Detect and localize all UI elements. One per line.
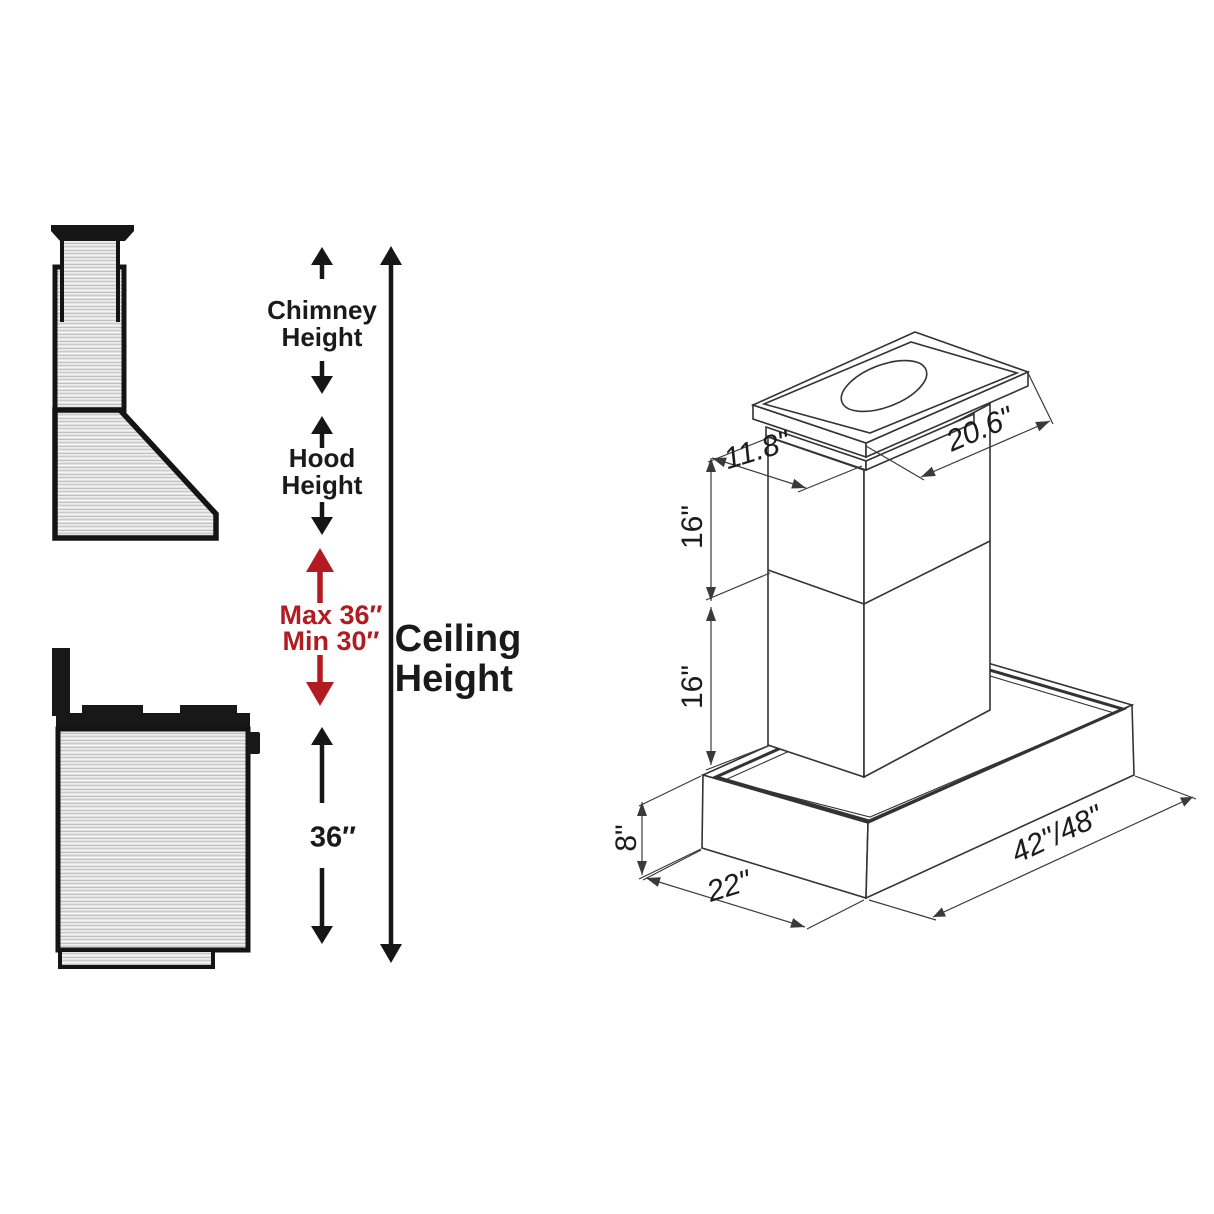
ceiling-plate-top (750, 331, 1031, 444)
ceiling-plate-flange (865, 412, 975, 472)
range-body (55, 726, 251, 953)
mounting-clearance-arrows (306, 548, 334, 706)
chimney-seam (767, 569, 865, 605)
hood-body (52, 407, 219, 541)
ceiling-plate-rim (761, 341, 1020, 434)
hood-body-height-dim-label: 8" (610, 824, 643, 852)
ceiling-height-arrow (380, 246, 402, 963)
chimney-cap (51, 225, 134, 241)
range-handle (247, 732, 260, 754)
chimney-left-face (767, 435, 865, 779)
range-cooktop (56, 713, 250, 729)
range-clearance-label: 36″ (309, 821, 357, 854)
range-side-view (52, 648, 260, 969)
hood-height-label: Hood Height (281, 443, 363, 500)
range-clearance-arrows (311, 727, 333, 944)
lower-chimney-dim-label: 16" (676, 664, 709, 710)
chimney-height-label: Chimney Height (267, 295, 377, 352)
range-backguard (52, 648, 70, 716)
range-knob (82, 705, 143, 715)
island-hood-isometric (700, 331, 1135, 900)
wall-hood-side-view (51, 225, 219, 541)
hood-height-arrows (311, 416, 333, 535)
duct-hole (840, 359, 928, 413)
dimension-lines (637, 372, 1197, 930)
range-drawer (58, 948, 215, 969)
chimney-height-arrows (311, 247, 333, 394)
max-clearance-label: Max 36″ Min 30″ (279, 600, 383, 656)
range-knob (180, 705, 237, 715)
ceiling-height-label: Ceiling Height (394, 618, 522, 700)
upper-chimney-dim-label: 16" (676, 504, 709, 550)
chimney-seam (863, 540, 991, 605)
